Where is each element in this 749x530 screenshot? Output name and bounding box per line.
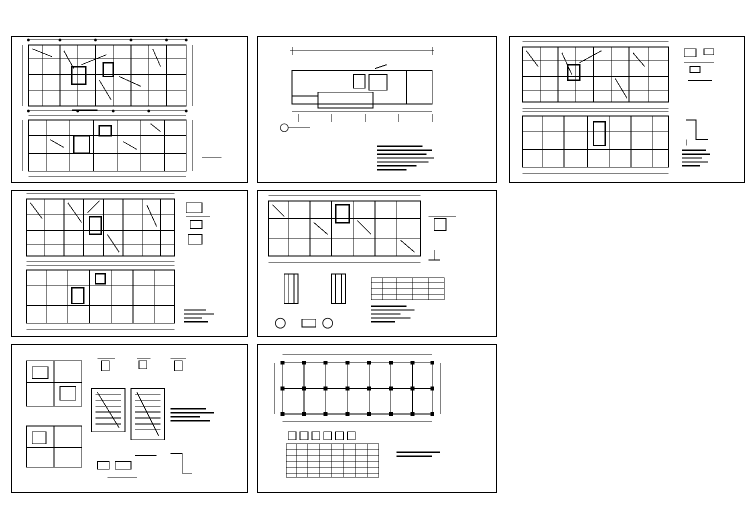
column-schedule-table (285, 443, 380, 478)
upper-plan-dimension-marks (22, 39, 193, 112)
landing-details (97, 453, 193, 478)
stair-section-2 (130, 388, 165, 441)
lower-plan-dimension-marks (22, 115, 193, 177)
column-section-symbols (287, 431, 356, 441)
lower-plan-dimension-marks (522, 111, 669, 174)
stair-plan-lower (26, 425, 83, 468)
sheet-4-drawing (26, 193, 214, 330)
plan-dimension-marks (268, 195, 421, 263)
sheet-5-drawing (268, 195, 456, 329)
elevation-grid-ticks (291, 46, 433, 122)
lower-floor-plan (28, 119, 187, 172)
section-symbol (279, 123, 310, 133)
lower-floor-plan (522, 115, 669, 168)
schedule-notes-block (371, 305, 415, 323)
sheet-7-drawing (274, 354, 441, 478)
lower-floor-plan (26, 269, 175, 324)
sheet-3-drawing (522, 41, 715, 174)
structural-plan (268, 200, 421, 257)
sheet-1-drawing (22, 38, 222, 177)
column-detail-top (683, 48, 715, 81)
grid-dimension-marks (274, 354, 441, 423)
drawing-sheet-6[interactable] (11, 344, 248, 493)
sheet-2-drawing (279, 46, 435, 171)
stair-section-1 (91, 388, 126, 433)
upper-plan-grid-bubbles (27, 38, 188, 113)
column-detail-1 (185, 202, 210, 245)
drawing-sheet-7[interactable] (257, 344, 497, 493)
drawing-sheet-2[interactable] (257, 36, 497, 183)
upper-floor-plan (28, 44, 187, 107)
stair-notes-block (170, 408, 214, 422)
upper-plan-dimension-marks (26, 193, 175, 262)
upper-floor-plan (26, 198, 175, 257)
column-markers (280, 360, 435, 417)
lower-plan-dimension-marks (26, 265, 175, 330)
sheet-6-drawing (26, 358, 214, 478)
drawing-sheet-4[interactable] (11, 190, 248, 337)
elevation-outline (290, 50, 435, 109)
drawing-sheet-3[interactable] (509, 36, 745, 183)
table-notes-block (396, 451, 441, 457)
beam-detail (428, 216, 456, 261)
stair-plan-upper (26, 360, 83, 407)
upper-floor-plan (522, 46, 669, 103)
drawing-sheet-5[interactable] (257, 190, 497, 337)
upper-plan-dimension-marks (522, 41, 669, 109)
general-notes-block (377, 145, 435, 171)
beam-detail-small (97, 358, 187, 372)
lower-plan-label-mark (71, 109, 222, 158)
column-section-details (275, 273, 346, 329)
rebar-schedule-table (370, 277, 445, 300)
drawing-sheet-1[interactable] (11, 36, 248, 183)
notes-block (682, 149, 710, 167)
notes-block (184, 309, 214, 323)
column-detail-mid (685, 119, 708, 146)
